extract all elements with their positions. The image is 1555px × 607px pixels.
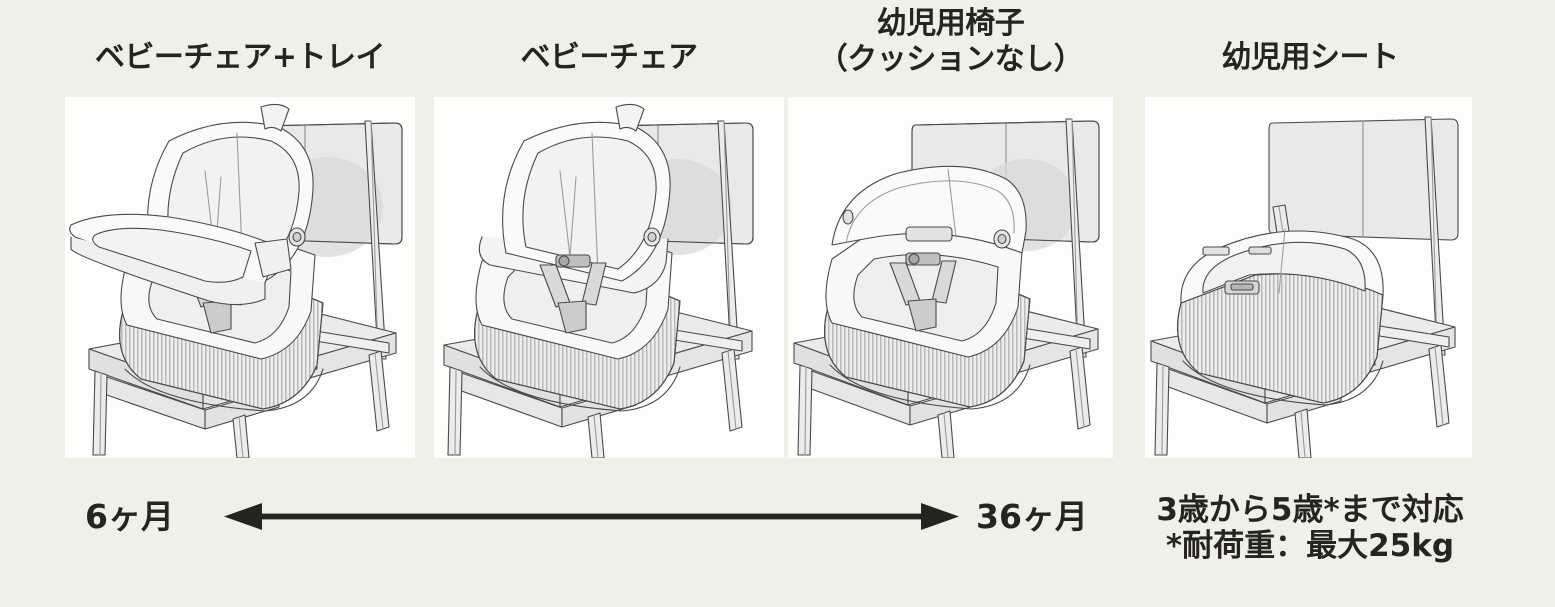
illustration-toddler-booster-cushion <box>1150 116 1459 458</box>
product-title-3-line1: 幼児用椅子 <box>876 6 1025 41</box>
product-title-4: 幼児用シート <box>1145 40 1475 76</box>
arrow-head-right <box>921 503 959 530</box>
capacity-note-line2: *耐荷重：最大25kg <box>1165 528 1455 564</box>
product-title-1-line1: ベビーチェア+トレイ <box>94 40 386 75</box>
arrow-head-left <box>224 503 262 530</box>
product-title-3: 幼児用椅子 （クッションなし） <box>788 6 1113 78</box>
age-start-label: 6ヶ月 <box>85 497 174 536</box>
product-title-3-line2: （クッションなし） <box>817 42 1084 77</box>
age-range-arrow <box>224 500 959 534</box>
product-image-panel-4 <box>1145 97 1472 458</box>
product-image-panel-2 <box>434 97 784 458</box>
illustration-toddler-seat-no-cushion <box>793 118 1100 458</box>
product-image-panel-1 <box>65 97 415 458</box>
capacity-note-line1: 3歳から5歳*まで対応 <box>1156 492 1464 528</box>
age-end-label: 36ヶ月 <box>976 497 1088 536</box>
product-title-4-line1: 幼児用シート <box>1221 40 1400 75</box>
product-title-1: ベビーチェア+トレイ <box>65 40 415 76</box>
illustration-booster-seat-with-tray <box>69 103 403 458</box>
product-title-2: ベビーチェア <box>434 40 784 76</box>
product-image-panel-3 <box>788 97 1113 458</box>
capacity-note: 3歳から5歳*まで対応 *耐荷重：最大25kg <box>1115 492 1505 564</box>
arrow-shaft <box>258 513 926 520</box>
product-title-2-line1: ベビーチェア <box>520 40 699 75</box>
illustration-booster-seat <box>443 103 754 458</box>
